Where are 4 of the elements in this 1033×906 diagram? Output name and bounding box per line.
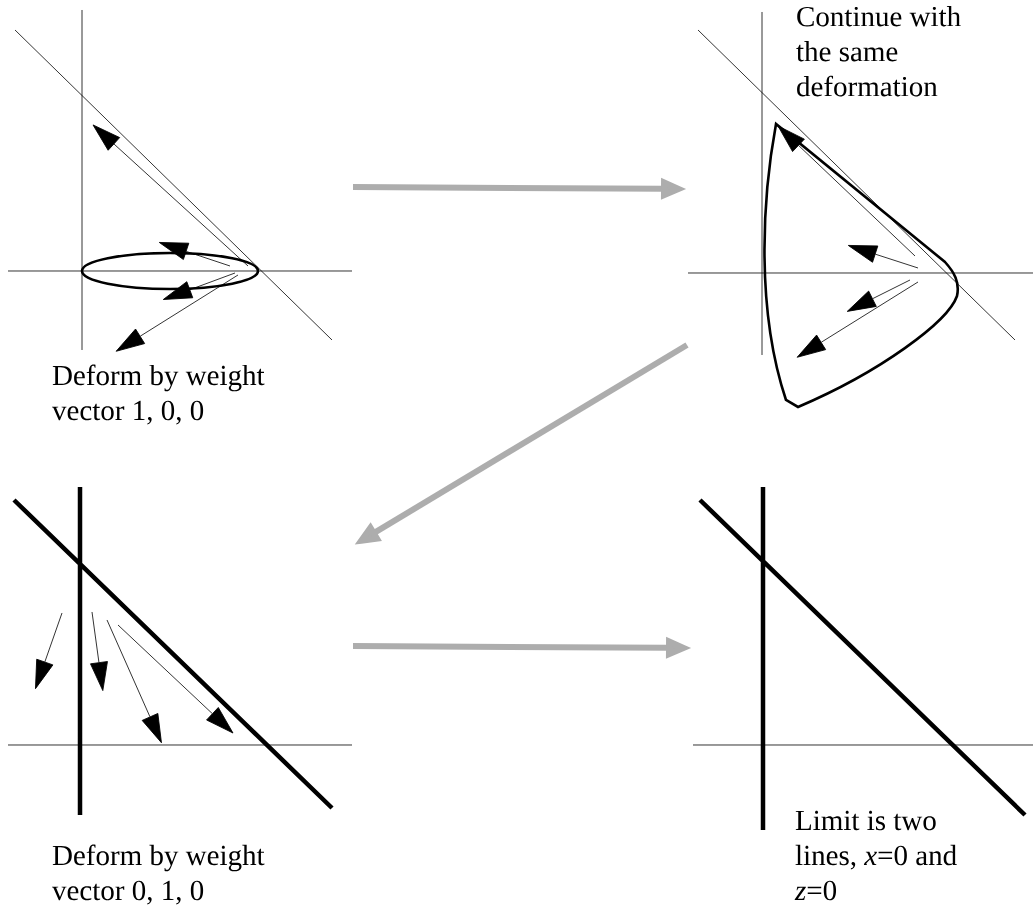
node-label: Deform by weight vector 0, 1, 0 [52,844,265,905]
node-label: Deform by weight vector 1, 0, 0 [52,364,265,425]
node-label: Continue with the same deformation [796,6,961,97]
node-label: Limit is two lines, x=0 and z=0 [794,810,957,901]
